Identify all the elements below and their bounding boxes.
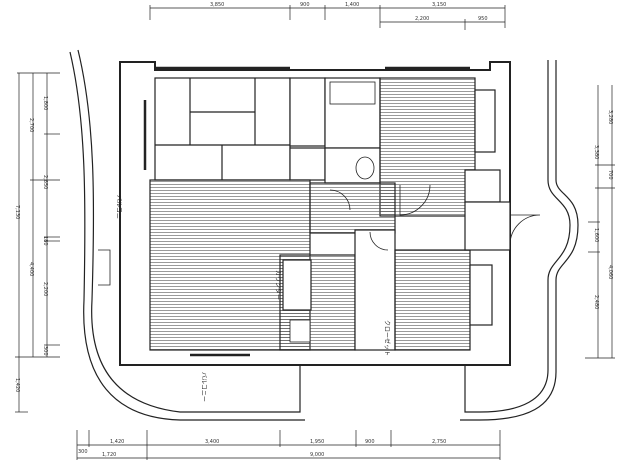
corridor — [309, 182, 396, 234]
sink — [289, 319, 311, 343]
dim-right-3: 4,060 — [607, 265, 613, 279]
kitchen-counter — [282, 259, 312, 311]
dim-bottom-7: 1,720 — [102, 452, 116, 458]
dim-bottom-1: 300 — [78, 449, 88, 455]
dim-left-6: 2,650 — [42, 175, 48, 189]
rooms — [149, 77, 511, 351]
dim-left-3: 2,700 — [28, 118, 34, 132]
building-outline — [119, 61, 511, 366]
dim-left-8: 2,200 — [42, 282, 48, 296]
dim-left-4: 4,400 — [28, 262, 34, 276]
closet-label: クローゼット — [383, 320, 391, 356]
washroom — [324, 147, 381, 184]
dim-top-3: 1,400 — [345, 2, 359, 8]
balcony-bottom-label: バルコニー — [200, 372, 207, 402]
closet-south — [469, 264, 493, 326]
balcony-wall — [69, 49, 579, 421]
dim-top-5: 2,200 — [415, 16, 429, 22]
dim-left-2: 1,420 — [14, 378, 20, 392]
dim-right-2: 700 — [607, 170, 613, 180]
entrance — [464, 201, 511, 251]
dim-left-1: 7,130 — [14, 205, 20, 219]
left-dimensions — [15, 72, 60, 413]
dim-top-1: 3,850 — [210, 2, 224, 8]
dim-bottom-6: 2,750 — [432, 439, 446, 445]
counter-label: カウンター — [274, 270, 282, 300]
dim-right-4: 3,380 — [593, 145, 599, 159]
windows — [143, 66, 470, 357]
dim-top-4: 3,150 — [432, 2, 446, 8]
toilet-room — [289, 147, 326, 181]
dim-right-1: 3,280 — [607, 110, 613, 124]
dim-left-9: 300 — [42, 346, 48, 356]
western-room-south — [394, 249, 471, 351]
entrance-storage — [464, 169, 501, 203]
dim-bottom-4: 1,950 — [310, 439, 324, 445]
dim-bottom-3: 3,400 — [205, 439, 219, 445]
storage — [289, 77, 326, 147]
bottom-dimensions — [76, 430, 501, 460]
dim-bottom-8: 9,000 — [310, 452, 324, 458]
dim-top-2: 900 — [300, 2, 310, 8]
bathtub — [329, 81, 376, 105]
right-dimensions — [585, 85, 615, 359]
dim-right-6: 2,480 — [593, 295, 599, 309]
dim-bottom-2: 1,420 — [110, 439, 124, 445]
dim-left-7: 180 — [42, 236, 48, 246]
dim-bottom-5: 900 — [365, 439, 375, 445]
dim-left-5: 1,800 — [42, 96, 48, 110]
dim-top-6: 950 — [478, 16, 488, 22]
western-room-north — [379, 77, 476, 217]
top-dimensions — [149, 5, 506, 30]
dim-right-5: 1,600 — [593, 228, 599, 242]
closet-north — [474, 89, 496, 153]
balcony-left-label: バルコニー — [115, 195, 122, 225]
doors — [98, 184, 541, 286]
